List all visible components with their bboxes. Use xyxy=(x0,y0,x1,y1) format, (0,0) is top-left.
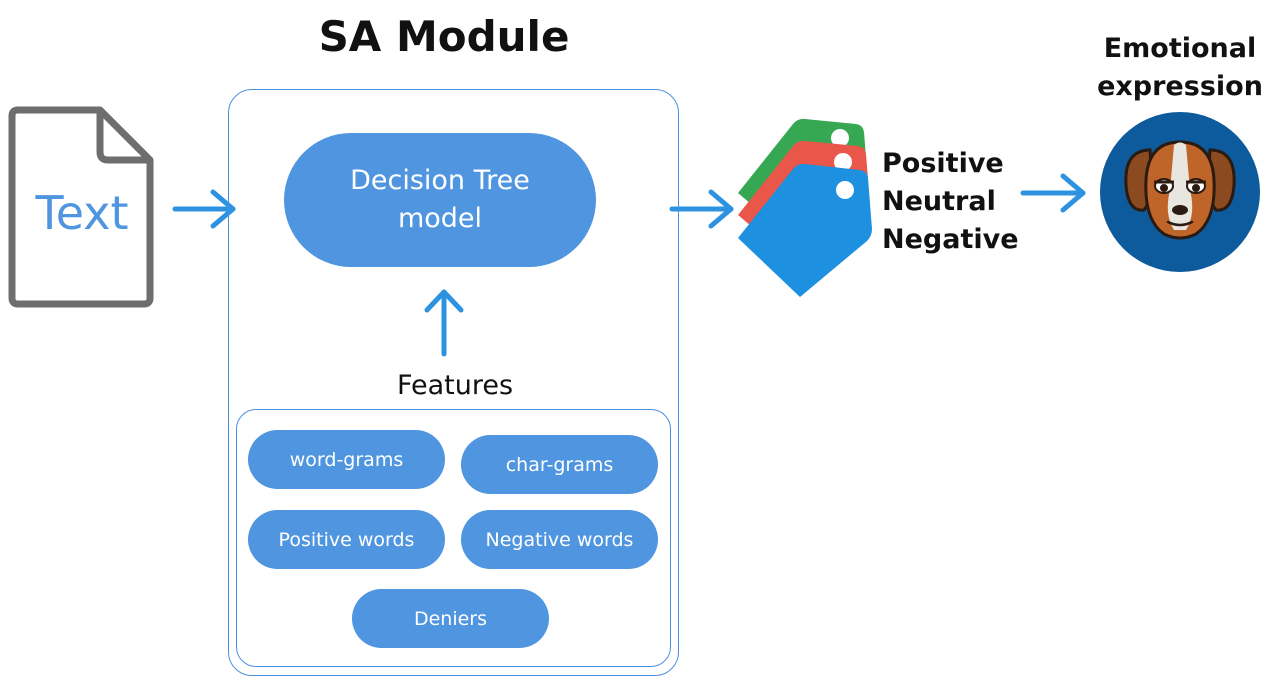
document-icon xyxy=(8,106,154,308)
features-box xyxy=(236,409,671,667)
dog-face-icon xyxy=(1100,112,1260,272)
feature-chip-word-grams: word-grams xyxy=(248,430,445,489)
arrow-up-icon xyxy=(424,289,464,357)
sa-module-box xyxy=(228,89,679,676)
module-title: SA Module xyxy=(318,12,570,61)
arrow-right-icon xyxy=(669,189,734,229)
feature-chip-deniers: Deniers xyxy=(352,589,549,648)
arrow-right-icon xyxy=(172,189,236,229)
sentiment-tags-icon xyxy=(738,118,872,297)
input-text-label: Text xyxy=(35,186,129,240)
feature-chip-positive-words: Positive words xyxy=(248,510,445,569)
emotional-expression-title: Emotional expression xyxy=(1097,33,1263,102)
label-negative: Negative xyxy=(882,224,1019,255)
sentiment-labels: Positive Neutral Negative xyxy=(882,145,1019,259)
label-positive: Positive xyxy=(882,148,1004,179)
features-title: Features xyxy=(396,370,514,401)
arrow-right-icon xyxy=(1020,173,1086,213)
model-label: Decision Tree model xyxy=(350,165,530,234)
feature-chip-char-grams: char-grams xyxy=(461,435,658,494)
feature-chip-negative-words: Negative words xyxy=(461,510,658,569)
label-neutral: Neutral xyxy=(882,186,996,217)
decision-tree-model-node: Decision Tree model xyxy=(284,133,596,267)
